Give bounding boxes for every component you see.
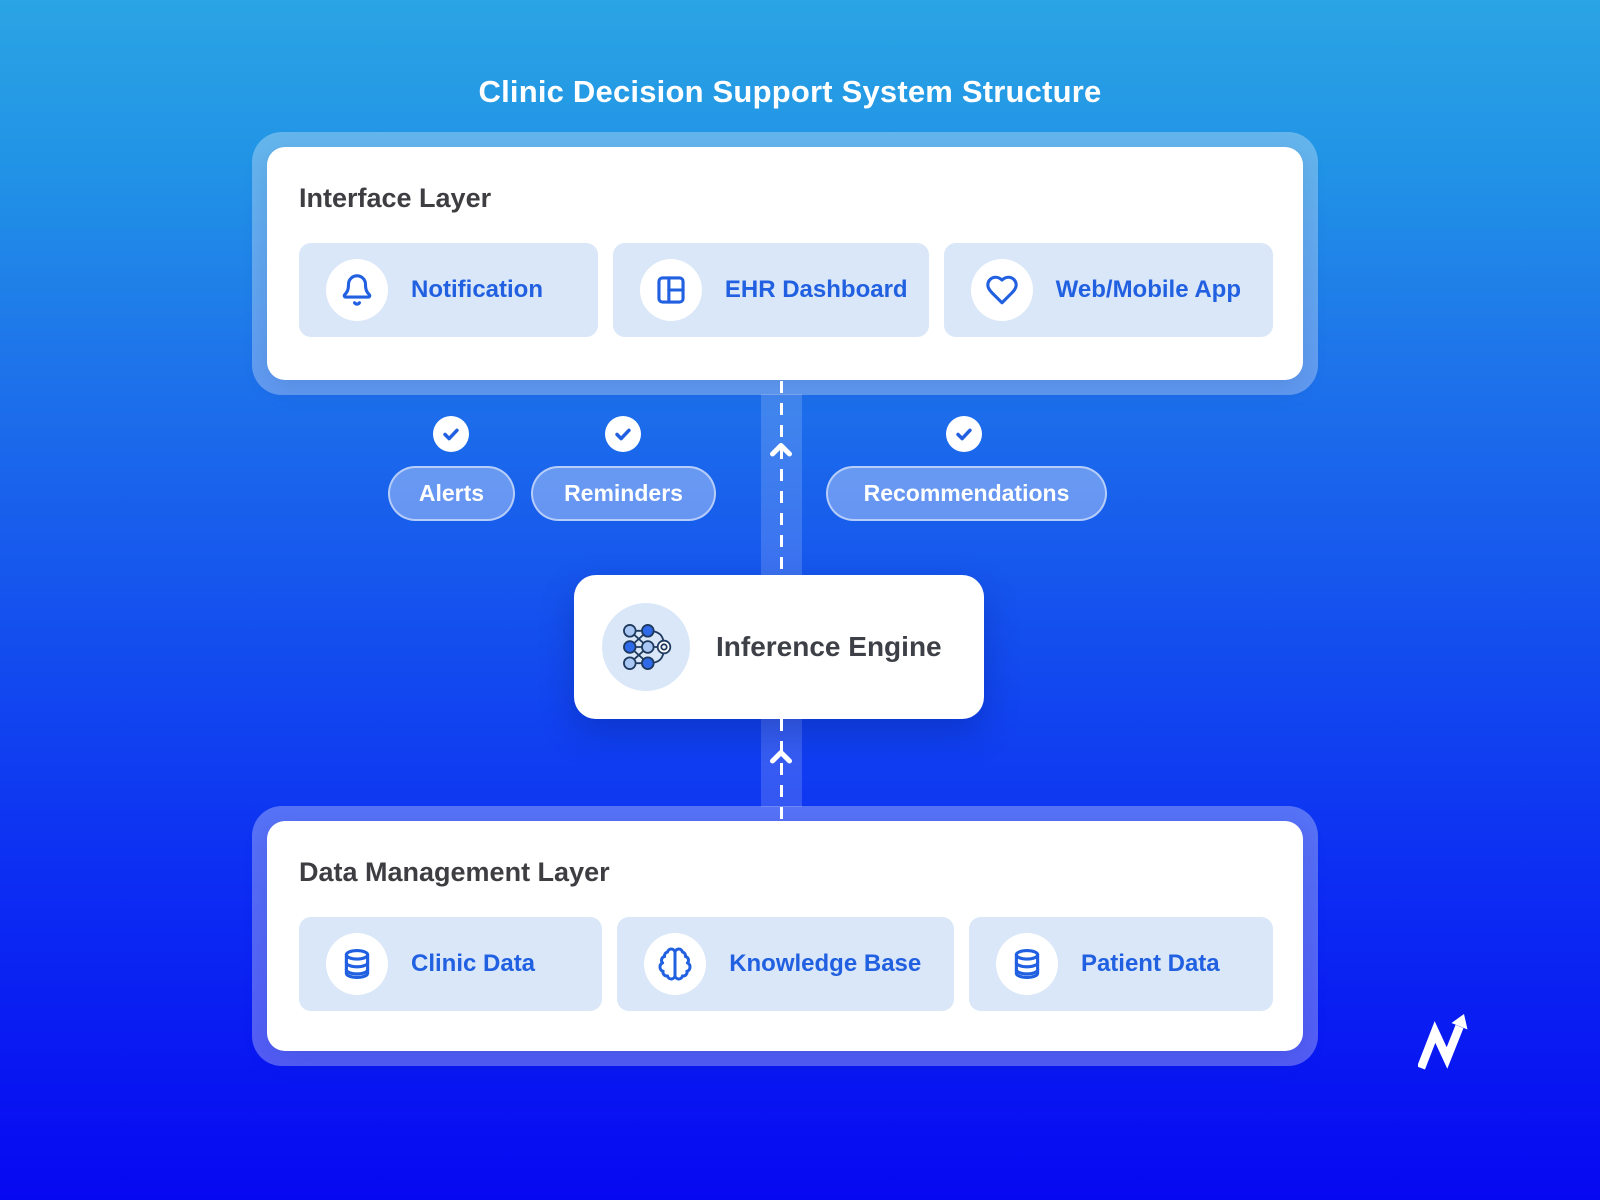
check-circle (605, 416, 641, 452)
check-icon (956, 428, 972, 441)
dashed-connector-top (780, 381, 783, 575)
chevron-up-icon (769, 442, 793, 462)
reminders-badge: Reminders (531, 466, 716, 521)
interface-items-row: Notification EHR Dashboard (299, 243, 1273, 337)
node-label: Knowledge Base (729, 950, 922, 977)
icon-circle (602, 603, 690, 691)
database-icon (344, 948, 370, 980)
node-notification: Notification (299, 243, 598, 337)
heart-icon (985, 275, 1018, 305)
icon-circle (970, 259, 1033, 321)
page-title: Clinic Decision Support System Structure (478, 74, 1102, 109)
node-label: Notification (411, 276, 543, 303)
dashed-connector-bottom (780, 719, 783, 838)
brand-watermark (1417, 1012, 1472, 1075)
badge-label: Reminders (564, 480, 683, 506)
interface-layer-panel: Interface Layer Notification (252, 132, 1318, 395)
data-items-row: Clinic Data Knowledge Base (299, 917, 1273, 1011)
layout-dashboard-icon (657, 276, 685, 304)
node-ehr-dashboard: EHR Dashboard (612, 243, 929, 337)
node-label: Web/Mobile App (1055, 276, 1241, 303)
icon-circle (639, 259, 702, 321)
data-management-layer-panel: Data Management Layer Clinic Data (252, 806, 1318, 1066)
bell-icon (342, 274, 372, 306)
database-icon (1014, 948, 1040, 980)
node-label: Clinic Data (411, 950, 536, 977)
node-knowledge-base: Knowledge Base (617, 917, 954, 1011)
alerts-badge: Alerts (388, 466, 515, 521)
m-arrow-logo-icon (1417, 1014, 1468, 1070)
interface-layer-title: Interface Layer (299, 183, 492, 213)
icon-circle (995, 933, 1058, 995)
node-label: EHR Dashboard (724, 276, 908, 303)
chevron-up-icon (769, 749, 793, 769)
check-icon (443, 428, 459, 441)
icon-circle (326, 933, 388, 995)
icon-circle (326, 259, 388, 321)
interface-layer-card: Interface Layer Notification (267, 147, 1303, 380)
check-icon (615, 428, 631, 441)
data-management-layer-card: Data Management Layer Clinic Data (267, 821, 1303, 1051)
node-label: Patient Data (1080, 950, 1220, 977)
node-web-mobile-app: Web/Mobile App (943, 243, 1273, 337)
icon-circle (644, 933, 707, 995)
badge-label: Alerts (418, 480, 485, 506)
neural-network-icon (623, 624, 672, 670)
inference-engine-label: Inference Engine (716, 631, 942, 662)
check-circle (946, 416, 982, 452)
node-clinic-data: Clinic Data (299, 917, 603, 1011)
check-circle (433, 416, 469, 452)
recommendations-badge: Recommendations (826, 466, 1107, 521)
brain-icon (658, 947, 692, 981)
node-patient-data: Patient Data (968, 917, 1273, 1011)
inference-engine-card: Inference Engine (574, 575, 984, 719)
badge-label: Recommendations (863, 480, 1070, 506)
data-management-layer-title: Data Management Layer (299, 857, 610, 887)
